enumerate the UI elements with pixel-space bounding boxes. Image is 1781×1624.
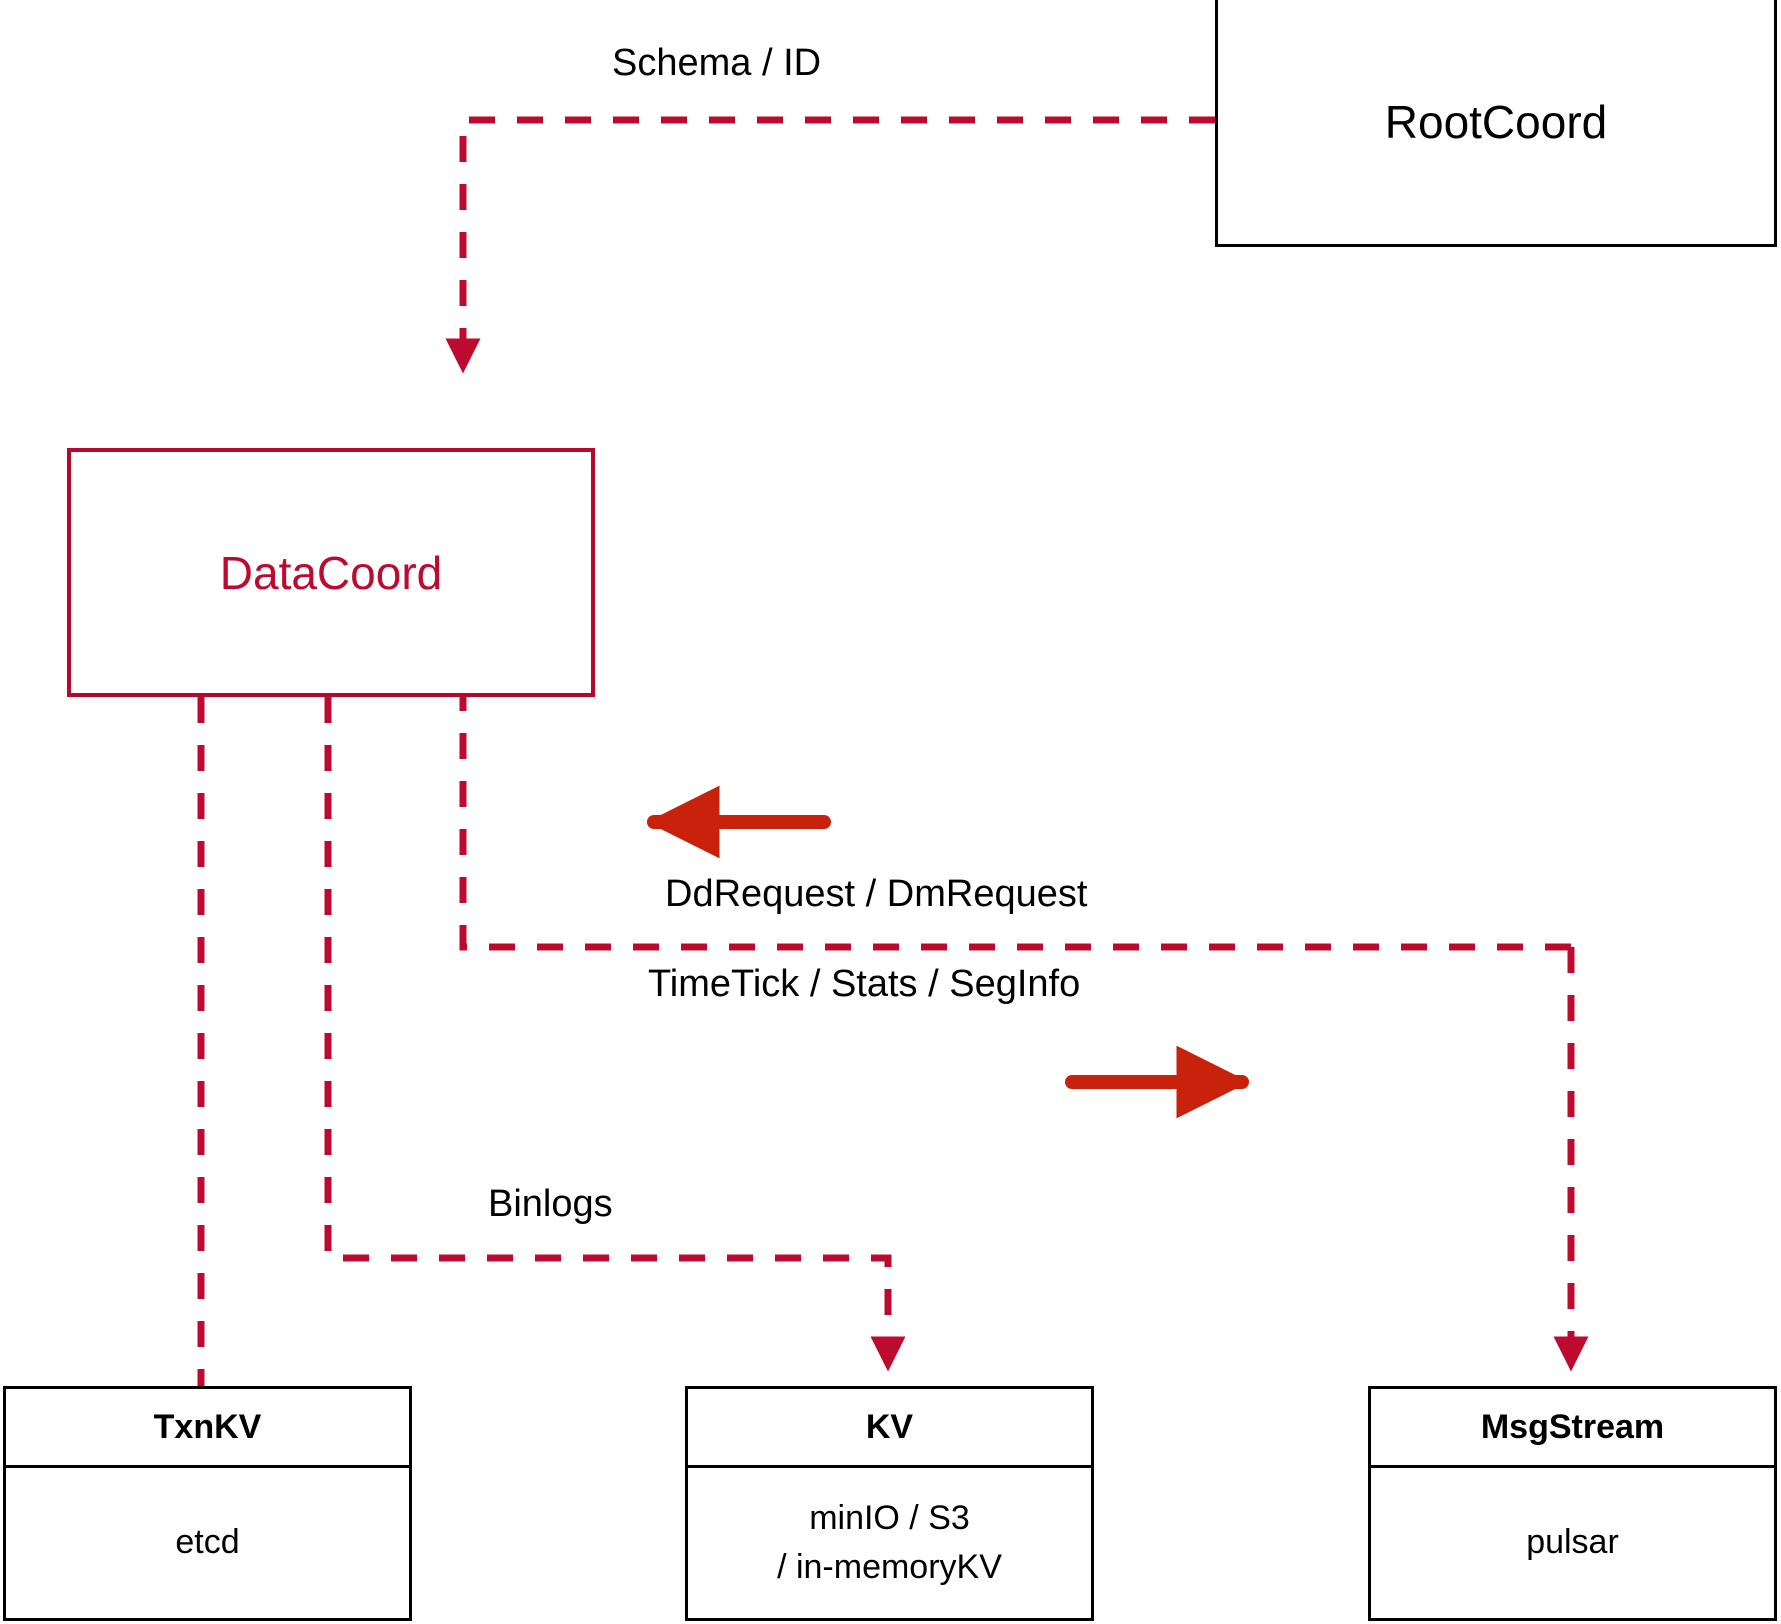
node-kv-body: minIO / S3 / in-memoryKV	[688, 1468, 1091, 1618]
node-msgstream[interactable]: MsgStream pulsar	[1368, 1386, 1777, 1621]
node-msgstream-title: MsgStream	[1371, 1389, 1774, 1468]
edge-label-timetick-stats-seginfo: TimeTick / Stats / SegInfo	[648, 963, 1081, 1005]
node-kv[interactable]: KV minIO / S3 / in-memoryKV	[685, 1386, 1094, 1621]
edge-label-dd-dm-request: DdRequest / DmRequest	[665, 873, 1088, 915]
node-txnkv[interactable]: TxnKV etcd	[3, 1386, 412, 1621]
connector-schema-id	[445, 116, 1215, 374]
node-msgstream-body-line-1: pulsar	[1526, 1523, 1619, 1562]
node-msgstream-body: pulsar	[1371, 1468, 1774, 1618]
connector-msgstream-datacoord	[445, 641, 1589, 1372]
node-kv-body-line-1: minIO / S3	[809, 1498, 970, 1537]
node-datacoord-label: DataCoord	[219, 546, 443, 599]
node-kv-body-line-2: / in-memoryKV	[777, 1548, 1002, 1586]
edge-label-binlogs: Binlogs	[488, 1183, 613, 1225]
node-txnkv-title: TxnKV	[6, 1389, 409, 1468]
node-rootcoord[interactable]: RootCoord	[1215, 0, 1777, 247]
connector-binlogs	[324, 697, 906, 1372]
node-txnkv-body: etcd	[6, 1468, 409, 1618]
node-datacoord[interactable]: DataCoord	[67, 448, 595, 697]
edge-label-schema-id: Schema / ID	[612, 42, 822, 84]
node-rootcoord-label: RootCoord	[1384, 95, 1608, 148]
node-kv-title: KV	[688, 1389, 1091, 1468]
node-txnkv-body-line-1: etcd	[175, 1523, 240, 1562]
